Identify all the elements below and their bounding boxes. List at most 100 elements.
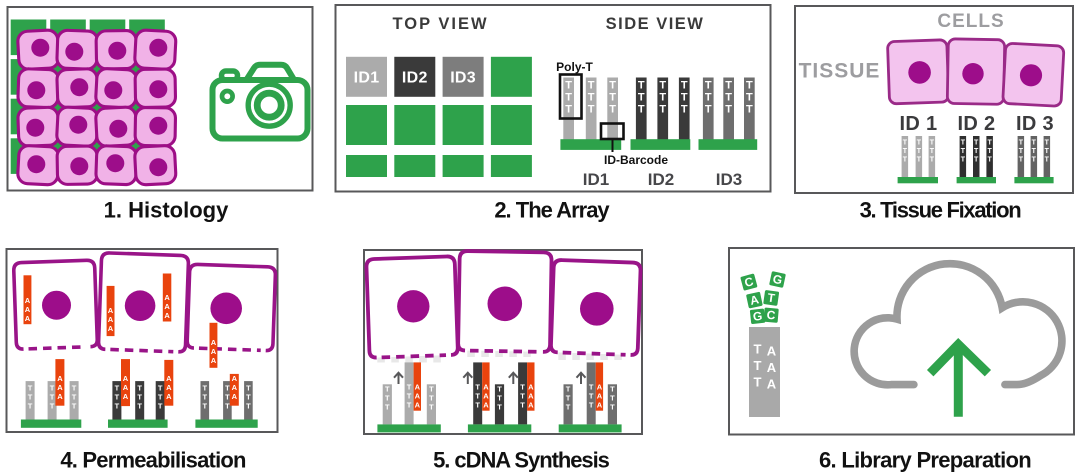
svg-text:T: T: [754, 375, 762, 390]
svg-text:A: A: [483, 383, 489, 392]
svg-text:T: T: [158, 393, 163, 402]
svg-text:T: T: [565, 104, 572, 116]
svg-text:A: A: [211, 356, 217, 365]
svg-text:CELLS: CELLS: [937, 11, 1004, 32]
svg-text:T: T: [725, 104, 732, 116]
svg-text:TISSUE: TISSUE: [799, 60, 881, 83]
svg-text:A: A: [164, 302, 170, 311]
svg-text:T: T: [50, 393, 55, 402]
svg-text:T: T: [659, 80, 666, 92]
svg-text:5. cDNA Synthesis: 5. cDNA Synthesis: [433, 448, 610, 473]
svg-text:T: T: [638, 80, 645, 92]
svg-text:T: T: [987, 157, 992, 164]
svg-text:A: A: [57, 383, 63, 392]
svg-text:T: T: [520, 401, 525, 410]
svg-text:A: A: [25, 314, 31, 323]
svg-text:T: T: [407, 401, 412, 410]
svg-text:T: T: [28, 384, 33, 393]
svg-text:A: A: [25, 305, 31, 314]
svg-text:T: T: [429, 385, 434, 394]
svg-text:T: T: [407, 383, 412, 392]
svg-text:T: T: [961, 140, 966, 147]
svg-text:T: T: [225, 393, 230, 402]
svg-text:T: T: [385, 385, 390, 394]
svg-text:3. Tissue Fixation: 3. Tissue Fixation: [860, 198, 1022, 223]
svg-text:G: G: [752, 309, 763, 324]
svg-text:TOP VIEW: TOP VIEW: [392, 15, 488, 33]
svg-text:T: T: [930, 140, 935, 147]
svg-text:A: A: [211, 338, 217, 347]
svg-text:T: T: [475, 392, 480, 401]
svg-text:A: A: [232, 392, 238, 401]
svg-text:A: A: [483, 401, 489, 410]
svg-text:A: A: [749, 292, 761, 308]
svg-text:T: T: [115, 384, 120, 393]
svg-text:T: T: [1032, 148, 1037, 155]
svg-text:A: A: [767, 377, 777, 392]
svg-text:T: T: [72, 384, 77, 393]
svg-text:ID3: ID3: [450, 70, 476, 87]
svg-text:ID 3: ID 3: [1016, 113, 1054, 135]
svg-text:ID1: ID1: [583, 170, 609, 189]
svg-text:T: T: [681, 80, 688, 92]
svg-text:SIDE VIEW: SIDE VIEW: [606, 15, 705, 33]
svg-text:T: T: [609, 104, 616, 116]
svg-text:T: T: [610, 403, 615, 412]
svg-text:A: A: [123, 374, 129, 383]
svg-text:A: A: [232, 374, 238, 383]
svg-text:T: T: [520, 392, 525, 401]
svg-text:T: T: [725, 80, 732, 92]
svg-text:ID2: ID2: [648, 170, 674, 189]
svg-text:Poly-T: Poly-T: [556, 60, 593, 74]
svg-text:4. Permeabilisation: 4. Permeabilisation: [60, 448, 246, 473]
svg-text:A: A: [597, 383, 603, 392]
svg-text:T: T: [767, 290, 777, 305]
svg-text:T: T: [566, 394, 571, 403]
svg-text:T: T: [681, 104, 688, 116]
svg-text:T: T: [974, 148, 979, 155]
svg-text:T: T: [28, 393, 33, 402]
svg-text:T: T: [1045, 157, 1050, 164]
svg-text:G: G: [771, 272, 783, 288]
svg-text:A: A: [166, 392, 172, 401]
svg-text:T: T: [158, 384, 163, 393]
svg-text:T: T: [705, 92, 712, 104]
svg-text:T: T: [746, 80, 753, 92]
svg-text:T: T: [115, 402, 120, 411]
svg-text:T: T: [246, 402, 251, 411]
svg-text:T: T: [475, 401, 480, 410]
svg-text:T: T: [609, 80, 616, 92]
svg-text:T: T: [566, 403, 571, 412]
svg-text:ID 1: ID 1: [900, 113, 938, 135]
svg-text:T: T: [588, 80, 595, 92]
svg-text:A: A: [123, 392, 129, 401]
svg-text:A: A: [415, 401, 421, 410]
svg-text:T: T: [203, 393, 208, 402]
svg-text:A: A: [164, 311, 170, 320]
svg-text:T: T: [638, 104, 645, 116]
svg-text:T: T: [917, 148, 922, 155]
svg-text:T: T: [137, 393, 142, 402]
svg-text:2. The Array: 2. The Array: [494, 198, 610, 223]
svg-text:T: T: [385, 403, 390, 412]
svg-text:T: T: [225, 402, 230, 411]
svg-text:T: T: [137, 402, 142, 411]
svg-text:A: A: [123, 383, 129, 392]
svg-text:T: T: [746, 92, 753, 104]
svg-text:T: T: [1032, 157, 1037, 164]
svg-text:T: T: [638, 92, 645, 104]
svg-text:T: T: [50, 384, 55, 393]
svg-text:T: T: [1019, 157, 1024, 164]
svg-text:A: A: [528, 383, 534, 392]
svg-text:T: T: [903, 148, 908, 155]
svg-text:A: A: [108, 306, 114, 315]
svg-text:T: T: [754, 342, 762, 357]
svg-text:T: T: [137, 384, 142, 393]
svg-text:T: T: [115, 393, 120, 402]
svg-text:T: T: [429, 403, 434, 412]
svg-text:T: T: [930, 157, 935, 164]
svg-text:T: T: [609, 92, 616, 104]
svg-text:T: T: [50, 402, 55, 411]
svg-text:T: T: [1045, 140, 1050, 147]
svg-text:A: A: [483, 392, 489, 401]
